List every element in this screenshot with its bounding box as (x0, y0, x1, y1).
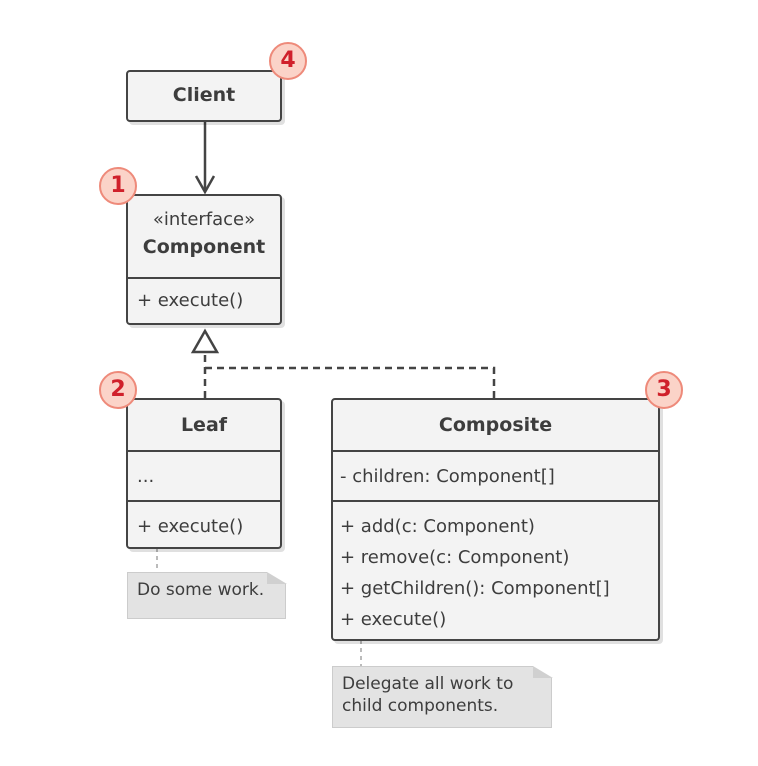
composite-field: - children: Component[] (340, 466, 555, 487)
leaf-method: + execute() (137, 516, 244, 537)
realization-line-composite (205, 366, 496, 398)
composite-method-getchildren: + getChildren(): Component[] (340, 578, 610, 599)
leaf-fields: ... (128, 450, 280, 500)
composite-class: Composite - children: Component[] + add(… (331, 398, 660, 641)
leaf-field: ... (137, 466, 155, 487)
leaf-title: Leaf (180, 414, 228, 436)
composite-note-text: Delegate all work to child components. (342, 674, 514, 716)
component-header: «interface» Component (128, 196, 280, 277)
component-interface: «interface» Component + execute() (126, 194, 282, 325)
composite-fields: - children: Component[] (333, 450, 658, 500)
composite-method-execute: + execute() (340, 609, 447, 630)
client-title: Client (172, 84, 236, 106)
component-method: + execute() (137, 290, 244, 311)
leaf-note-text: Do some work. (137, 580, 265, 600)
leaf-methods: + execute() (128, 500, 280, 541)
composite-title: Composite (438, 414, 553, 436)
step-4-badge: 4 (269, 42, 307, 80)
leaf-class: Leaf ... + execute() (126, 398, 282, 549)
composite-method-add: + add(c: Component) (340, 516, 535, 537)
step-1-badge: 1 (99, 167, 137, 205)
leaf-note: Do some work. (127, 571, 287, 619)
composite-methods: + add(c: Component) + remove(c: Componen… (333, 500, 658, 635)
component-methods: + execute() (128, 277, 280, 322)
step-2-badge: 2 (99, 371, 137, 409)
client-class: Client (126, 70, 282, 122)
realization-arrowhead (190, 328, 220, 354)
composite-method-remove: + remove(c: Component) (340, 547, 570, 568)
composite-note: Delegate all work to child components. (332, 665, 553, 728)
step-3-badge: 3 (645, 371, 683, 409)
component-stereotype: «interface» (152, 209, 256, 230)
component-title: Component (142, 236, 266, 258)
association-arrowhead (194, 175, 216, 195)
